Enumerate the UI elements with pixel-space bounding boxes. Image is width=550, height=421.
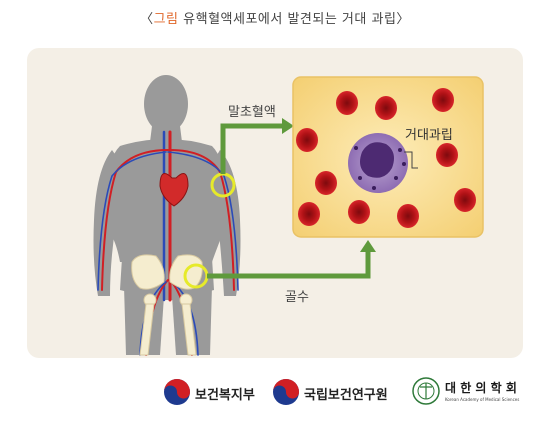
peripheral-blood-label: 말초혈액 bbox=[228, 105, 276, 120]
institute-logo-text: 국립보건연구원 bbox=[304, 388, 388, 403]
taegeuk-logo-1 bbox=[164, 379, 190, 405]
heart-icon bbox=[159, 173, 189, 207]
title-rest: 유핵혈액세포에서 발견되는 거대 과립〉 bbox=[178, 12, 410, 27]
society-logo-text: 대 한 의 학 회 bbox=[445, 381, 517, 395]
ministry-logo-text: 보건복지부 bbox=[195, 388, 255, 403]
red-blood-cells bbox=[296, 88, 476, 228]
title-lead: 그림 bbox=[153, 12, 179, 27]
kams-seal-icon bbox=[412, 377, 440, 405]
microscope-view bbox=[292, 76, 484, 238]
title-open: 〈 bbox=[140, 12, 154, 27]
society-english-text: Korean Academy of Medical Sciences bbox=[445, 397, 520, 402]
granule-leader-line bbox=[404, 151, 418, 169]
bone-marrow-arrow bbox=[207, 240, 376, 279]
figure-title: 〈그림 유핵혈액세포에서 발견되는 거대 과립〉 bbox=[0, 8, 550, 27]
nucleated-cell bbox=[348, 133, 408, 193]
bone-marrow-label: 골수 bbox=[285, 290, 309, 305]
peripheral-blood-arrow bbox=[220, 118, 294, 174]
taegeuk-logo-2 bbox=[273, 379, 299, 405]
giant-granule-label: 거대과립 bbox=[405, 128, 453, 143]
body-silhouette bbox=[93, 75, 241, 355]
pelvis-bones bbox=[131, 254, 203, 356]
